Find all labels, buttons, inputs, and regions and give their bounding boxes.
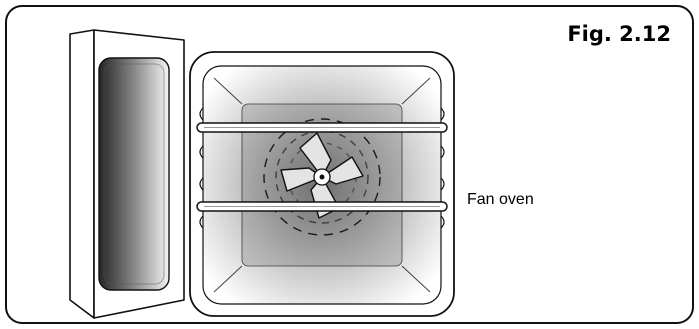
figure-number: Fig. 2.12: [567, 22, 671, 46]
figure-caption: Fan oven: [467, 191, 534, 208]
fan-blade-icon: [263, 118, 381, 236]
oven-shelf-icon: [196, 122, 448, 212]
oven-door-icon: [69, 29, 185, 319]
